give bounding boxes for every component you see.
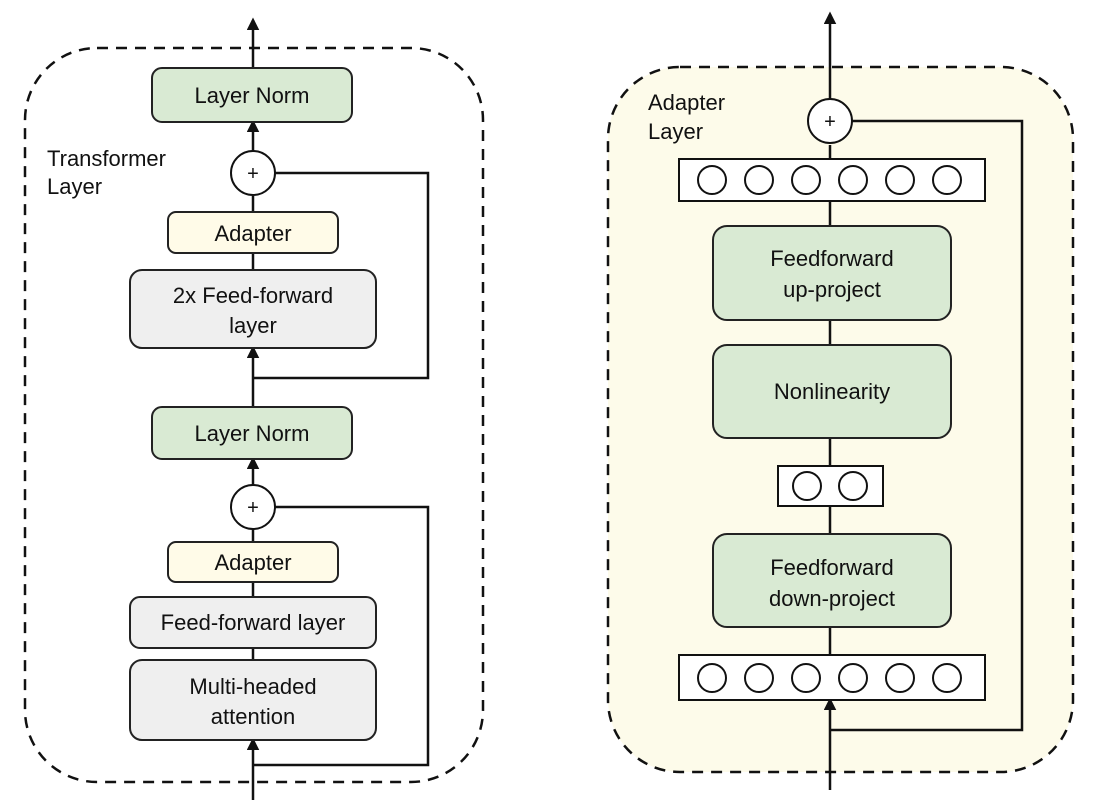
up-project-label-line1: Feedforward — [770, 246, 894, 271]
up-project-label-line2: up-project — [783, 277, 881, 302]
neuron-unit — [744, 663, 774, 693]
bottleneck-units-layer — [777, 465, 884, 507]
transformer-layer-panel: Transformer Layer Layer Norm + — [23, 17, 485, 800]
neuron-unit — [791, 165, 821, 195]
neuron-unit — [744, 165, 774, 195]
neuron-unit — [932, 663, 962, 693]
multi-headed-attention: Multi-headed attention — [129, 659, 377, 741]
neuron-unit — [838, 471, 868, 501]
adapter-bottom: Adapter — [167, 541, 339, 583]
neuron-unit — [697, 165, 727, 195]
layer-norm-top-label: Layer Norm — [195, 83, 310, 108]
attention-label-line2: attention — [211, 704, 295, 729]
neuron-unit — [885, 663, 915, 693]
plus-icon: + — [247, 163, 259, 185]
neuron-unit — [838, 165, 868, 195]
skip-connection-top — [253, 171, 430, 380]
adapter-wires — [823, 11, 1024, 790]
adapter-layer-title-line1: Adapter — [648, 90, 725, 115]
plus-icon: + — [247, 497, 259, 519]
adapter-bottom-label: Adapter — [214, 550, 291, 575]
feed-forward-2x-label-line2: layer — [229, 313, 277, 338]
neuron-unit — [792, 471, 822, 501]
feedforward-down-project: Feedforward down-project — [712, 533, 952, 628]
adapter-top-label: Adapter — [214, 221, 291, 246]
neuron-unit — [885, 165, 915, 195]
bottom-units-layer — [678, 654, 986, 701]
adapter-layer-title-line2: Layer — [648, 119, 703, 144]
neuron-unit — [838, 663, 868, 693]
attention-label-line1: Multi-headed — [189, 674, 316, 699]
skip-connection-bottom — [253, 505, 430, 767]
top-units-layer — [678, 158, 986, 202]
adapter-skip-connection — [830, 119, 1024, 732]
residual-add-bottom: + — [230, 484, 276, 530]
residual-add-top: + — [230, 150, 276, 196]
layer-norm-mid: Layer Norm — [151, 406, 353, 460]
transformer-layer-title-line1: Transformer — [47, 146, 166, 171]
neuron-unit — [932, 165, 962, 195]
feed-forward-2x-label-line1: 2x Feed-forward — [173, 283, 333, 308]
neuron-unit — [791, 663, 821, 693]
nonlinearity: Nonlinearity — [712, 344, 952, 439]
feedforward-up-project: Feedforward up-project — [712, 225, 952, 321]
down-project-label-line2: down-project — [769, 586, 895, 611]
transformer-layer-title-line2: Layer — [47, 174, 102, 199]
neuron-unit — [697, 663, 727, 693]
nonlinearity-label: Nonlinearity — [774, 379, 890, 404]
plus-icon: + — [824, 111, 836, 133]
adapter-layer-panel: Adapter Layer + — [606, 11, 1075, 790]
transformer-wires — [246, 17, 430, 800]
layer-norm-top: Layer Norm — [151, 67, 353, 123]
adapter-top: Adapter — [167, 211, 339, 254]
down-project-label-line1: Feedforward — [770, 555, 894, 580]
adapter-residual-add: + — [807, 98, 853, 144]
feed-forward-layer: Feed-forward layer — [129, 596, 377, 649]
layer-norm-mid-label: Layer Norm — [195, 421, 310, 446]
feed-forward-2x: 2x Feed-forward layer — [129, 269, 377, 349]
feed-forward-layer-label: Feed-forward layer — [161, 610, 346, 635]
